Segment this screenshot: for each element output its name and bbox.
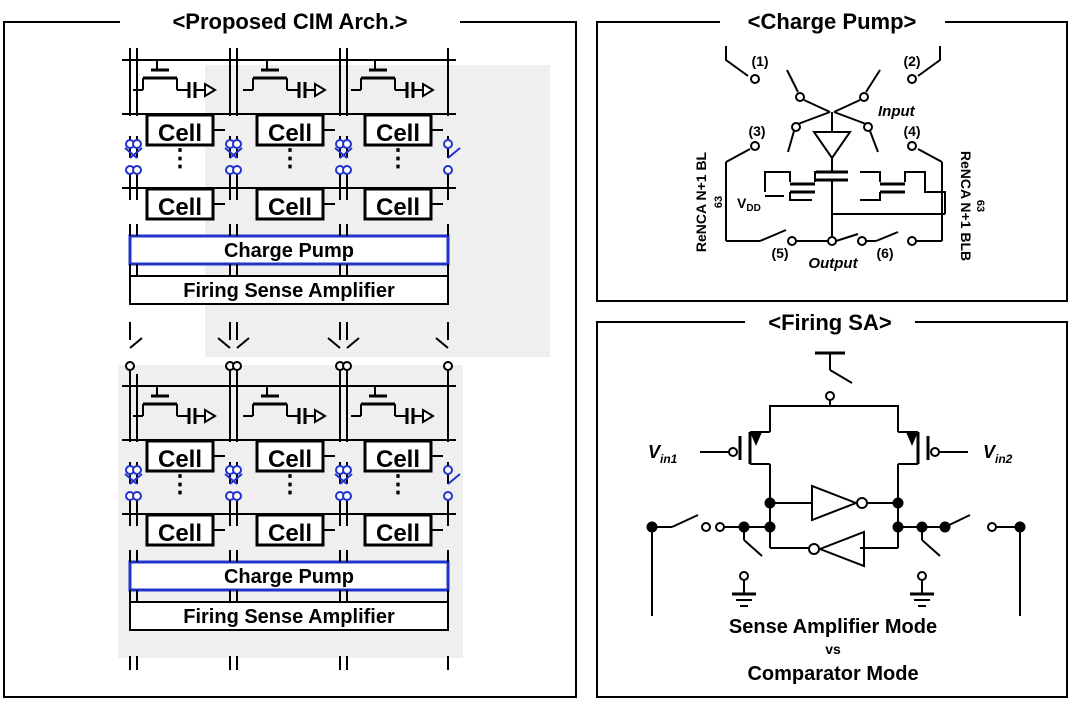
cp-input-label: Input [878, 103, 916, 120]
cell-label: Cell [158, 446, 202, 473]
terminal-4: (4) [903, 123, 920, 139]
cell: Cell [255, 113, 335, 147]
cell-ellipsis: ⋮ [386, 145, 410, 172]
cell-transistor [243, 60, 327, 98]
terminal-3: (3) [748, 123, 765, 139]
cell-ellipsis: ⋮ [278, 145, 302, 172]
cp-title: <Charge Pump> [748, 9, 917, 34]
terminal-5: (5) [771, 245, 788, 261]
cp-title-bg [720, 8, 945, 36]
cell-label: Cell [158, 120, 202, 147]
firing-sa-label: Firing Sense Amplifier [183, 280, 395, 302]
cp-right-label: ReNCA N+1 BLB 63 [958, 151, 986, 261]
cell-transistor [243, 386, 327, 424]
charge-pump-circuit [725, 46, 946, 246]
sa-title: <Firing SA> [768, 310, 891, 335]
sa-mode-2: Comparator Mode [747, 663, 918, 685]
cell: Cell [145, 187, 225, 221]
cell-label: Cell [268, 520, 312, 547]
cell-label: Cell [268, 194, 312, 221]
cell: Cell [363, 439, 443, 473]
terminal-2: (2) [903, 53, 920, 69]
cell-transistor [351, 386, 435, 424]
cell-label: Cell [268, 120, 312, 147]
charge-pump-box [128, 234, 450, 266]
cell-ellipsis: ⋮ [168, 471, 192, 498]
cim-title-bg [120, 8, 460, 36]
inter-array-switches [125, 322, 453, 376]
cell: Cell [145, 439, 225, 473]
cell: Cell [255, 187, 335, 221]
firing-sa-panel [596, 321, 1068, 698]
cell: Cell [145, 513, 225, 547]
cell: Cell [255, 513, 335, 547]
bitline-switches [124, 465, 461, 501]
firing-sa-circuit [646, 351, 1026, 616]
vin1-label: Vin1 [648, 442, 678, 466]
bitline-switches [124, 139, 461, 175]
svg-text:63: 63 [974, 200, 986, 212]
cell-ellipsis: ⋮ [386, 471, 410, 498]
cell-label: Cell [268, 446, 312, 473]
charge-pump-label: Charge Pump [224, 566, 354, 588]
cell: Cell [255, 439, 335, 473]
sa-mode-1: Sense Amplifier Mode [729, 616, 937, 638]
cell: Cell [363, 113, 443, 147]
cell-label: Cell [376, 194, 420, 221]
cell-ellipsis: ⋮ [168, 145, 192, 172]
charge-pump-label: Charge Pump [224, 240, 354, 262]
firing-sa-box [129, 601, 449, 631]
cell: Cell [363, 513, 443, 547]
cell-transistor [133, 386, 217, 424]
svg-text:63: 63 [713, 196, 725, 208]
cell-label: Cell [158, 194, 202, 221]
cp-left-label: ReNCA N+1 BL 63 [693, 151, 725, 252]
cim-title: <Proposed CIM Arch.> [172, 9, 407, 34]
cell-label: Cell [376, 120, 420, 147]
sa-title-bg [745, 309, 915, 337]
vin2-label: Vin2 [983, 442, 1013, 466]
cp-vdd-label: VDD [737, 195, 761, 214]
terminal-1: (1) [751, 53, 768, 69]
svg-text:ReNCA N+1 BLB: ReNCA N+1 BLB [958, 151, 974, 261]
cell-label: Cell [376, 520, 420, 547]
firing-sa-label: Firing Sense Amplifier [183, 606, 395, 628]
terminal-6: (6) [876, 245, 893, 261]
sa-vs: vs [825, 641, 841, 657]
firing-sa-box [129, 275, 449, 305]
cell: Cell [363, 187, 443, 221]
cell: Cell [145, 113, 225, 147]
svg-text:ReNCA N+1 BL: ReNCA N+1 BL [693, 151, 709, 252]
cp-output-label: Output [808, 255, 858, 272]
charge-pump-box [128, 560, 450, 592]
cell-transistor [133, 60, 217, 98]
cell-transistor [351, 60, 435, 98]
cell-ellipsis: ⋮ [278, 471, 302, 498]
cell-label: Cell [158, 520, 202, 547]
cell-label: Cell [376, 446, 420, 473]
